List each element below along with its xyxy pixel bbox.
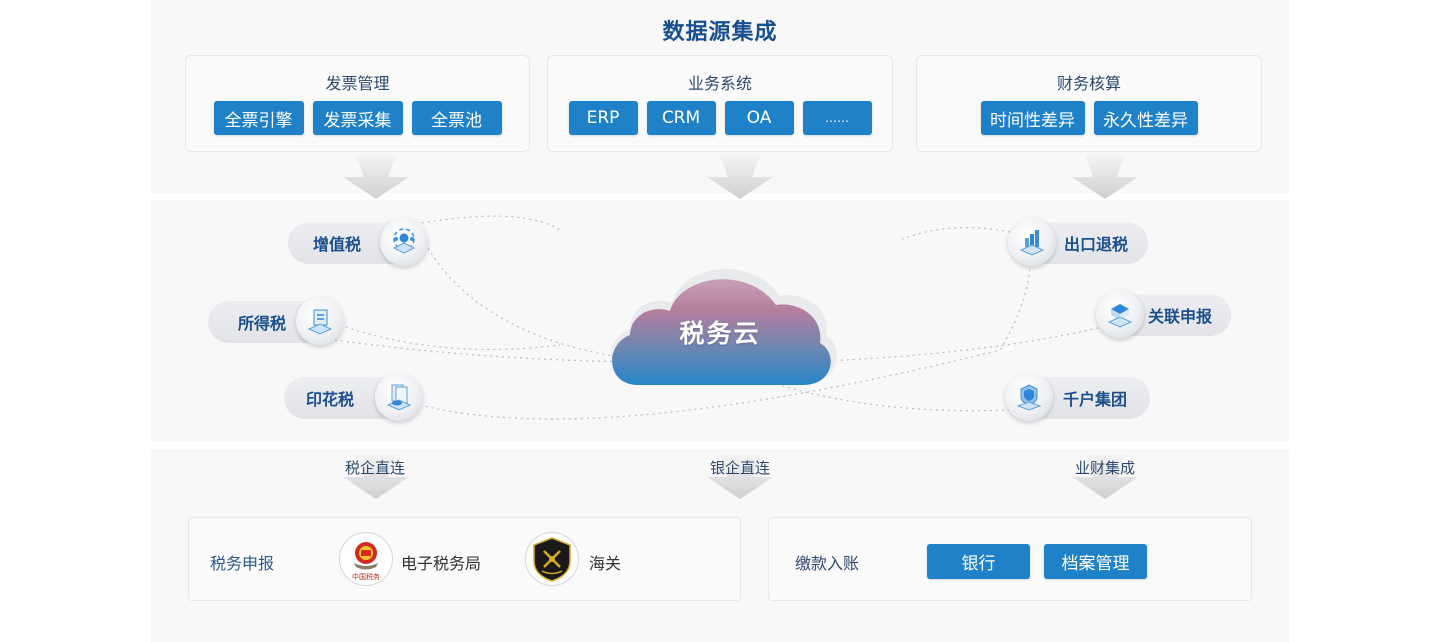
node-label: 增值税: [313, 235, 362, 254]
tax-bureau-emblem-icon[interactable]: 中国税务: [339, 532, 393, 586]
node-label: 出口退税: [1064, 235, 1129, 254]
more-button[interactable]: ……: [802, 101, 872, 135]
node-label: 千户集团: [1063, 390, 1128, 409]
stamp-tax-icon: [375, 373, 423, 421]
down-arrow-icon: [343, 455, 409, 499]
svg-text:中国税务: 中国税务: [352, 572, 380, 581]
tax-cloud-icon: [611, 269, 837, 385]
enterprise-group-icon: [1005, 373, 1053, 421]
customs-label[interactable]: 海关: [589, 554, 622, 573]
vat-icon: [380, 218, 428, 266]
node-income-tax[interactable]: 所得税: [208, 297, 344, 345]
connection-label-tax: 税企直连: [344, 459, 405, 477]
node-stamp-tax[interactable]: 印花税: [284, 373, 423, 421]
down-arrow-icon: [707, 155, 773, 199]
source-box-invoice: 发票管理 全票引擎 发票采集 全票池: [185, 55, 530, 152]
connection-label-finance: 业财集成: [1074, 459, 1135, 477]
payment-label: 缴款入账: [795, 554, 860, 573]
source-box-title: 财务核算: [1056, 74, 1121, 93]
income-tax-icon: [296, 297, 344, 345]
invoice-engine-button[interactable]: 全票引擎: [213, 101, 304, 135]
bank-button[interactable]: 银行: [927, 544, 1030, 579]
source-box-title: 发票管理: [325, 74, 390, 93]
permanent-difference-button[interactable]: 永久性差异: [1093, 101, 1198, 135]
down-arrow-icon: [707, 455, 773, 499]
node-label: 印花税: [306, 390, 355, 409]
china-customs-emblem-icon[interactable]: [525, 532, 579, 586]
down-arrow-icon: [1072, 455, 1138, 499]
down-arrow-icon: [1072, 155, 1138, 199]
tax-declaration-box: 税务申报 中国税务 电子税务局 海关: [188, 517, 741, 601]
source-box-finance: 财务核算 时间性差异 永久性差异: [916, 55, 1262, 152]
node-export-rebate[interactable]: 出口退税: [1008, 218, 1148, 266]
timing-difference-button[interactable]: 时间性差异: [980, 101, 1085, 135]
oa-button[interactable]: OA: [724, 101, 794, 135]
invoice-collection-button[interactable]: 发票采集: [312, 101, 403, 135]
connection-label-bank: 银企直连: [709, 459, 770, 477]
crm-button[interactable]: CRM: [646, 101, 716, 135]
related-declaration-icon: [1096, 290, 1144, 338]
tax-bureau-label[interactable]: 电子税务局: [401, 554, 482, 573]
node-label: 关联申报: [1148, 307, 1213, 326]
cloud-label: 税务云: [679, 319, 761, 348]
payment-box: 缴款入账 银行 档案管理: [768, 517, 1252, 601]
archive-management-button[interactable]: 档案管理: [1044, 544, 1147, 579]
source-box-title: 业务系统: [687, 74, 752, 93]
page-title: 数据源集成: [662, 20, 778, 45]
invoice-pool-button[interactable]: 全票池: [411, 101, 502, 135]
tax-declaration-label: 税务申报: [210, 554, 275, 573]
erp-button[interactable]: ERP: [568, 101, 638, 135]
node-label: 所得税: [238, 314, 287, 333]
down-arrow-icon: [343, 155, 409, 199]
source-box-business: 业务系统 ERP CRM OA ……: [547, 55, 893, 152]
export-rebate-icon: [1008, 218, 1056, 266]
node-enterprise-group[interactable]: 千户集团: [1005, 373, 1150, 421]
node-related-declaration[interactable]: 关联申报: [1096, 290, 1231, 338]
node-vat[interactable]: 增值税: [288, 218, 428, 266]
